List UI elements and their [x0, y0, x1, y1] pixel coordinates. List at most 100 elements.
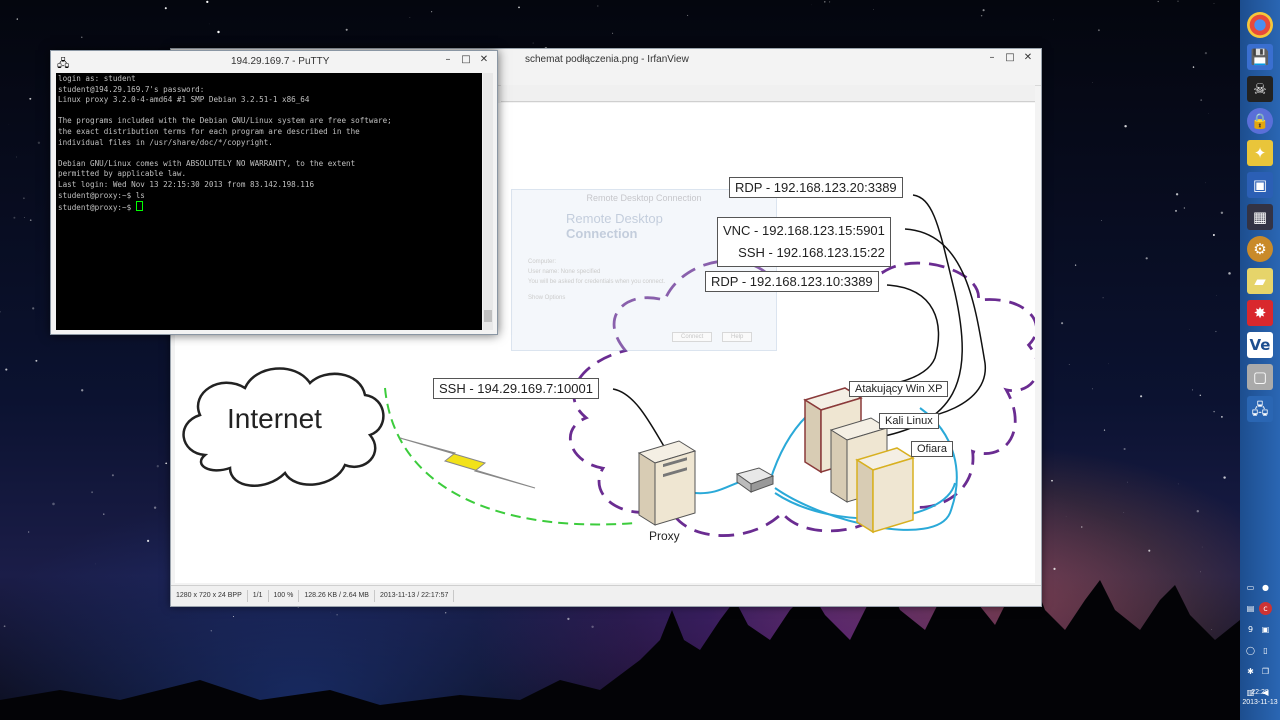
star: [1177, 0, 1179, 2]
star: [1221, 416, 1223, 418]
monitor-icon[interactable]: ▣: [1247, 172, 1273, 198]
star: [409, 17, 411, 18]
star: [1191, 389, 1194, 391]
close-button[interactable]: ✕: [1023, 52, 1033, 63]
star: [1215, 330, 1217, 333]
system-clock[interactable]: 22:28 2013-11-13: [1240, 688, 1280, 708]
star: [91, 491, 94, 494]
putty-app-icon[interactable]: 🖧: [57, 57, 70, 70]
star: [16, 18, 18, 20]
star: [597, 5, 599, 7]
tray-window-icon[interactable]: ▭: [1246, 583, 1255, 592]
floppy-icon[interactable]: 💾: [1247, 44, 1273, 70]
star: [217, 30, 220, 34]
irfanview-toolbar[interactable]: [501, 85, 1035, 102]
lightning-bolt: [399, 437, 536, 489]
terminal-line: The programs included with the Debian GN…: [58, 116, 392, 126]
star: [1124, 124, 1127, 128]
tray-opera-icon[interactable]: ◯: [1246, 646, 1255, 655]
tray-bluetooth-icon[interactable]: ✱: [1247, 667, 1254, 676]
star: [1108, 363, 1109, 365]
tray-doc-icon[interactable]: ▤: [1246, 604, 1255, 613]
label-rdp-10: RDP - 192.168.123.10:3389: [705, 271, 879, 292]
network-icon[interactable]: 🖧: [1247, 396, 1273, 422]
tray-volume-icon[interactable]: ◀: [1262, 688, 1269, 697]
star: [23, 197, 25, 200]
tray-c-icon[interactable]: c: [1259, 602, 1272, 615]
screen-icon[interactable]: ▦: [1247, 204, 1273, 230]
star: [1200, 571, 1201, 573]
star: [1192, 66, 1195, 68]
star: [1199, 394, 1202, 397]
terminal-line: individual files in /usr/share/doc/*/cop…: [58, 137, 273, 147]
star: [980, 14, 983, 17]
terminal-line: [58, 148, 480, 159]
connector-ssh-proxy: [612, 388, 666, 449]
router-icon: [735, 467, 775, 493]
star: [829, 1, 831, 3]
star: [29, 97, 32, 100]
tray-android-icon[interactable]: ●: [1262, 583, 1269, 592]
label-win-xp: Atakujący Win XP: [849, 381, 949, 397]
star: [1157, 0, 1159, 3]
settings-icon[interactable]: ⚙: [1247, 236, 1273, 262]
terminal-line: student@proxy:~$: [58, 201, 480, 214]
star-icon[interactable]: ✸: [1247, 300, 1273, 326]
maximize-button[interactable]: □: [461, 54, 471, 65]
putty-titlebar[interactable]: 🖧 194.29.169.7 - PuTTY – □ ✕: [51, 51, 497, 73]
star: [164, 7, 167, 10]
star: [13, 216, 16, 219]
star: [1200, 99, 1203, 101]
maximize-button[interactable]: □: [1005, 52, 1015, 63]
star: [233, 616, 234, 618]
minimize-button[interactable]: –: [445, 54, 451, 65]
lock-icon[interactable]: 🔒: [1247, 108, 1273, 134]
star: [1228, 272, 1231, 275]
star: [612, 32, 614, 34]
star: [1175, 209, 1177, 212]
star: [687, 14, 689, 16]
clock-date: 2013-11-13: [1242, 699, 1278, 706]
status-zoom: 100 %: [269, 590, 300, 602]
lab-network-cloud: [568, 245, 1035, 537]
star: [206, 0, 209, 4]
star: [1074, 264, 1077, 266]
tray-copy-icon[interactable]: ❐: [1261, 667, 1270, 676]
alien-icon[interactable]: ☠: [1247, 76, 1273, 102]
status-size: 128.26 KB / 2.64 MB: [299, 590, 375, 602]
rdp-show-options: Show Options: [528, 295, 566, 301]
star: [1145, 257, 1148, 260]
star: [591, 625, 594, 629]
star: [28, 531, 30, 533]
putty-window[interactable]: 🖧 194.29.169.7 - PuTTY – □ ✕ login as: s…: [50, 50, 498, 335]
terminal-scrollbar[interactable]: [483, 73, 493, 330]
terminal-line: [58, 106, 480, 117]
star: [111, 474, 114, 477]
display-icon[interactable]: ▢: [1247, 364, 1273, 390]
irfanview-statusbar: 1280 x 720 x 24 BPP 1/1 100 % 128.26 KB …: [171, 585, 1041, 606]
star: [81, 389, 84, 392]
star: [1065, 516, 1067, 517]
star: [1102, 297, 1104, 299]
star: [103, 513, 105, 515]
tray-nine-icon[interactable]: 9: [1247, 625, 1254, 634]
star: [1051, 479, 1053, 482]
tray-shield-icon[interactable]: ▣: [1261, 625, 1270, 634]
chrome-icon[interactable]: [1247, 12, 1273, 38]
close-button[interactable]: ✕: [479, 54, 489, 65]
star: [1081, 526, 1083, 528]
faded-rdp-dialog: Remote Desktop Connection Remote Desktop…: [511, 189, 777, 351]
tray-network-icon[interactable]: ▥: [1246, 688, 1255, 697]
minimize-button[interactable]: –: [989, 52, 995, 63]
rdp-dialog-title-2: Connection: [566, 226, 638, 241]
puzzle-icon[interactable]: ✦: [1247, 140, 1273, 166]
star: [567, 617, 570, 621]
star: [3, 625, 6, 628]
ve-icon[interactable]: Ve: [1247, 332, 1273, 358]
star: [1177, 483, 1179, 485]
folder-icon[interactable]: ▰: [1247, 268, 1273, 294]
tray-phone-icon[interactable]: ▯: [1263, 646, 1268, 655]
star: [0, 311, 1, 313]
label-kali: Kali Linux: [879, 413, 939, 429]
